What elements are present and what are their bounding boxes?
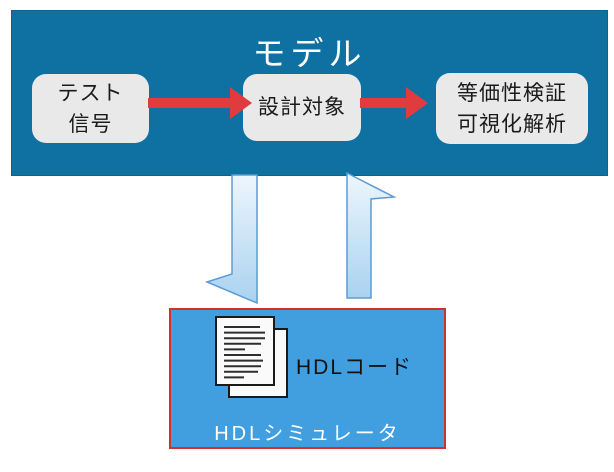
model-container: モデル テスト 信号 設計対象 等価性検証 可視化解析 <box>11 10 608 176</box>
model-box-design-target-line1: 設計対象 <box>258 96 346 119</box>
model-box-test-signal: テスト 信号 <box>32 74 149 143</box>
hdl-code-label: HDLコード <box>296 356 414 379</box>
document-stack-icon <box>215 316 288 398</box>
model-box-design-target: 設計対象 <box>243 74 361 141</box>
model-title: モデル <box>252 35 367 72</box>
model-box-test-signal-line1: テスト <box>57 81 124 105</box>
up-arrow-icon <box>346 171 397 299</box>
hdl-simulator-label: HDLシミュレータ <box>214 423 401 445</box>
model-box-verification-line1: 等価性検証 <box>457 81 567 105</box>
model-box-verification: 等価性検証 可視化解析 <box>436 73 588 144</box>
model-box-test-signal-line2: 信号 <box>68 112 113 136</box>
down-arrow-icon <box>204 174 258 305</box>
model-box-verification-line2: 可視化解析 <box>457 112 567 136</box>
